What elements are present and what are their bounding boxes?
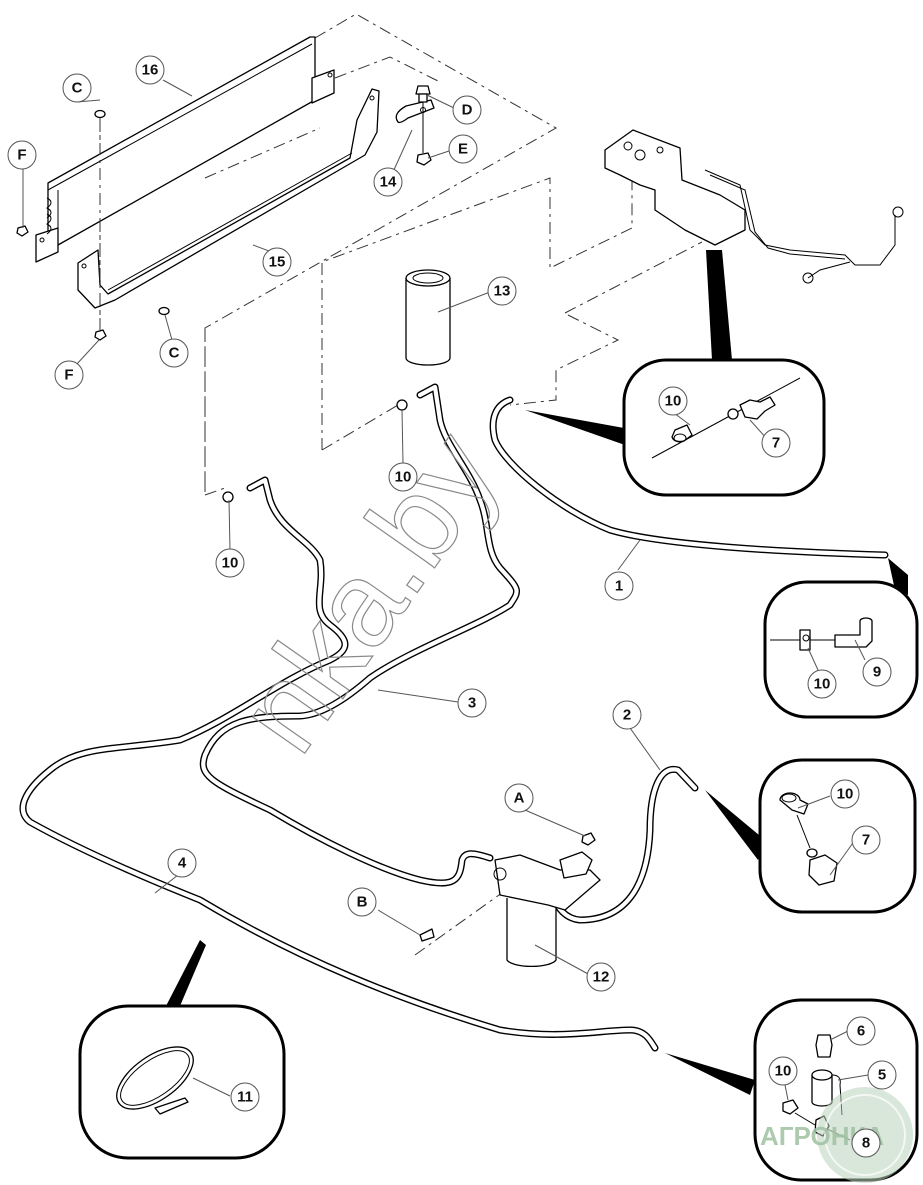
svg-text:F: F — [64, 367, 73, 384]
callout-10-detail-right: 10 — [807, 669, 837, 699]
svg-text:10: 10 — [837, 786, 854, 803]
callout-a: A — [504, 783, 534, 813]
callout-f-bottom: F — [54, 360, 84, 390]
svg-text:13: 13 — [494, 283, 511, 300]
callout-14: 14 — [373, 167, 403, 197]
svg-text:8: 8 — [862, 1135, 870, 1152]
svg-text:F: F — [17, 147, 26, 164]
callout-c-bottom: C — [159, 338, 189, 368]
svg-text:B: B — [357, 894, 368, 911]
nut-a — [581, 832, 596, 846]
callout-3: 3 — [457, 688, 487, 718]
callout-8: 8 — [851, 1128, 881, 1158]
svg-text:D: D — [462, 102, 473, 119]
callout-7-detail-mid: 7 — [851, 825, 881, 855]
svg-text:C: C — [169, 345, 180, 362]
detail-bubble-right — [763, 580, 919, 719]
svg-text:C: C — [72, 80, 83, 97]
callout-10-middle: 10 — [388, 462, 418, 492]
callout-4: 4 — [167, 848, 197, 878]
svg-text:14: 14 — [380, 174, 397, 191]
svg-text:1: 1 — [615, 578, 623, 595]
svg-text:5: 5 — [878, 1067, 886, 1084]
callout-10-left: 10 — [215, 548, 245, 578]
callout-5: 5 — [867, 1060, 897, 1090]
svg-text:10: 10 — [814, 676, 831, 693]
svg-text:12: 12 — [593, 969, 610, 986]
detail-views — [78, 250, 919, 1182]
svg-text:10: 10 — [222, 555, 239, 572]
fasteners-c-f — [16, 109, 170, 341]
callout-11: 11 — [230, 1082, 260, 1112]
callout-10-detail-top: 10 — [658, 386, 688, 416]
watermark-text: nka.by — [212, 408, 525, 774]
callout-13: 13 — [487, 276, 517, 306]
callout-2: 2 — [612, 700, 642, 730]
hose-clamps — [222, 399, 408, 503]
callout-6: 6 — [846, 1016, 876, 1046]
callout-f-top: F — [7, 140, 37, 170]
svg-text:E: E — [458, 141, 468, 158]
svg-text:3: 3 — [468, 695, 476, 712]
svg-text:6: 6 — [857, 1023, 865, 1040]
nut-f-bottom — [94, 329, 107, 341]
part-16-cover — [35, 36, 335, 263]
callout-10-detail-mid: 10 — [830, 779, 860, 809]
callout-9: 9 — [862, 657, 892, 687]
bolt-c-bottom — [158, 306, 170, 316]
svg-text:4: 4 — [178, 855, 187, 872]
clamp-10-middle — [396, 399, 408, 411]
clamp-10-left — [222, 491, 234, 503]
part-15-bracket — [77, 88, 380, 309]
bolt-b — [419, 928, 435, 942]
nut-f-left — [16, 225, 29, 237]
pump-unit — [604, 129, 904, 284]
svg-text:2: 2 — [623, 707, 631, 724]
callout-12: 12 — [586, 962, 616, 992]
callout-b: B — [347, 887, 377, 917]
svg-text:7: 7 — [772, 435, 780, 452]
callout-c-top: C — [62, 73, 92, 103]
watermark-diagonal: nka.by — [211, 408, 525, 776]
part-13-sleeve — [405, 269, 451, 366]
svg-text:7: 7 — [862, 832, 870, 849]
svg-text:10: 10 — [775, 1063, 792, 1080]
svg-text:10: 10 — [665, 393, 682, 410]
svg-text:10: 10 — [395, 469, 412, 486]
callout-7-detail-top: 7 — [761, 428, 791, 458]
svg-text:16: 16 — [142, 62, 159, 79]
callout-15: 15 — [262, 247, 292, 277]
svg-text:9: 9 — [873, 664, 881, 681]
callout-10-detail-bottom: 10 — [768, 1056, 798, 1086]
clamp-10-detail — [671, 424, 693, 443]
svg-text:A: A — [514, 790, 525, 807]
hoses — [19, 383, 889, 1052]
svg-text:15: 15 — [269, 254, 286, 271]
callout-1: 1 — [604, 571, 634, 601]
detail-bubble-top — [622, 358, 826, 497]
callout-16: 16 — [135, 55, 165, 85]
part-14-clamp — [395, 85, 435, 166]
part-12-filter — [419, 832, 601, 968]
fitting-7-detail — [727, 396, 776, 420]
callout-d: D — [452, 95, 482, 125]
callout-leaders — [22, 79, 869, 1141]
callouts: 16 C F 15 C F D E 14 13 10 7 10 10 1 10 … — [7, 55, 897, 1158]
svg-text:11: 11 — [237, 1089, 253, 1106]
bolt-c-top — [94, 109, 106, 119]
callout-e: E — [448, 134, 478, 164]
